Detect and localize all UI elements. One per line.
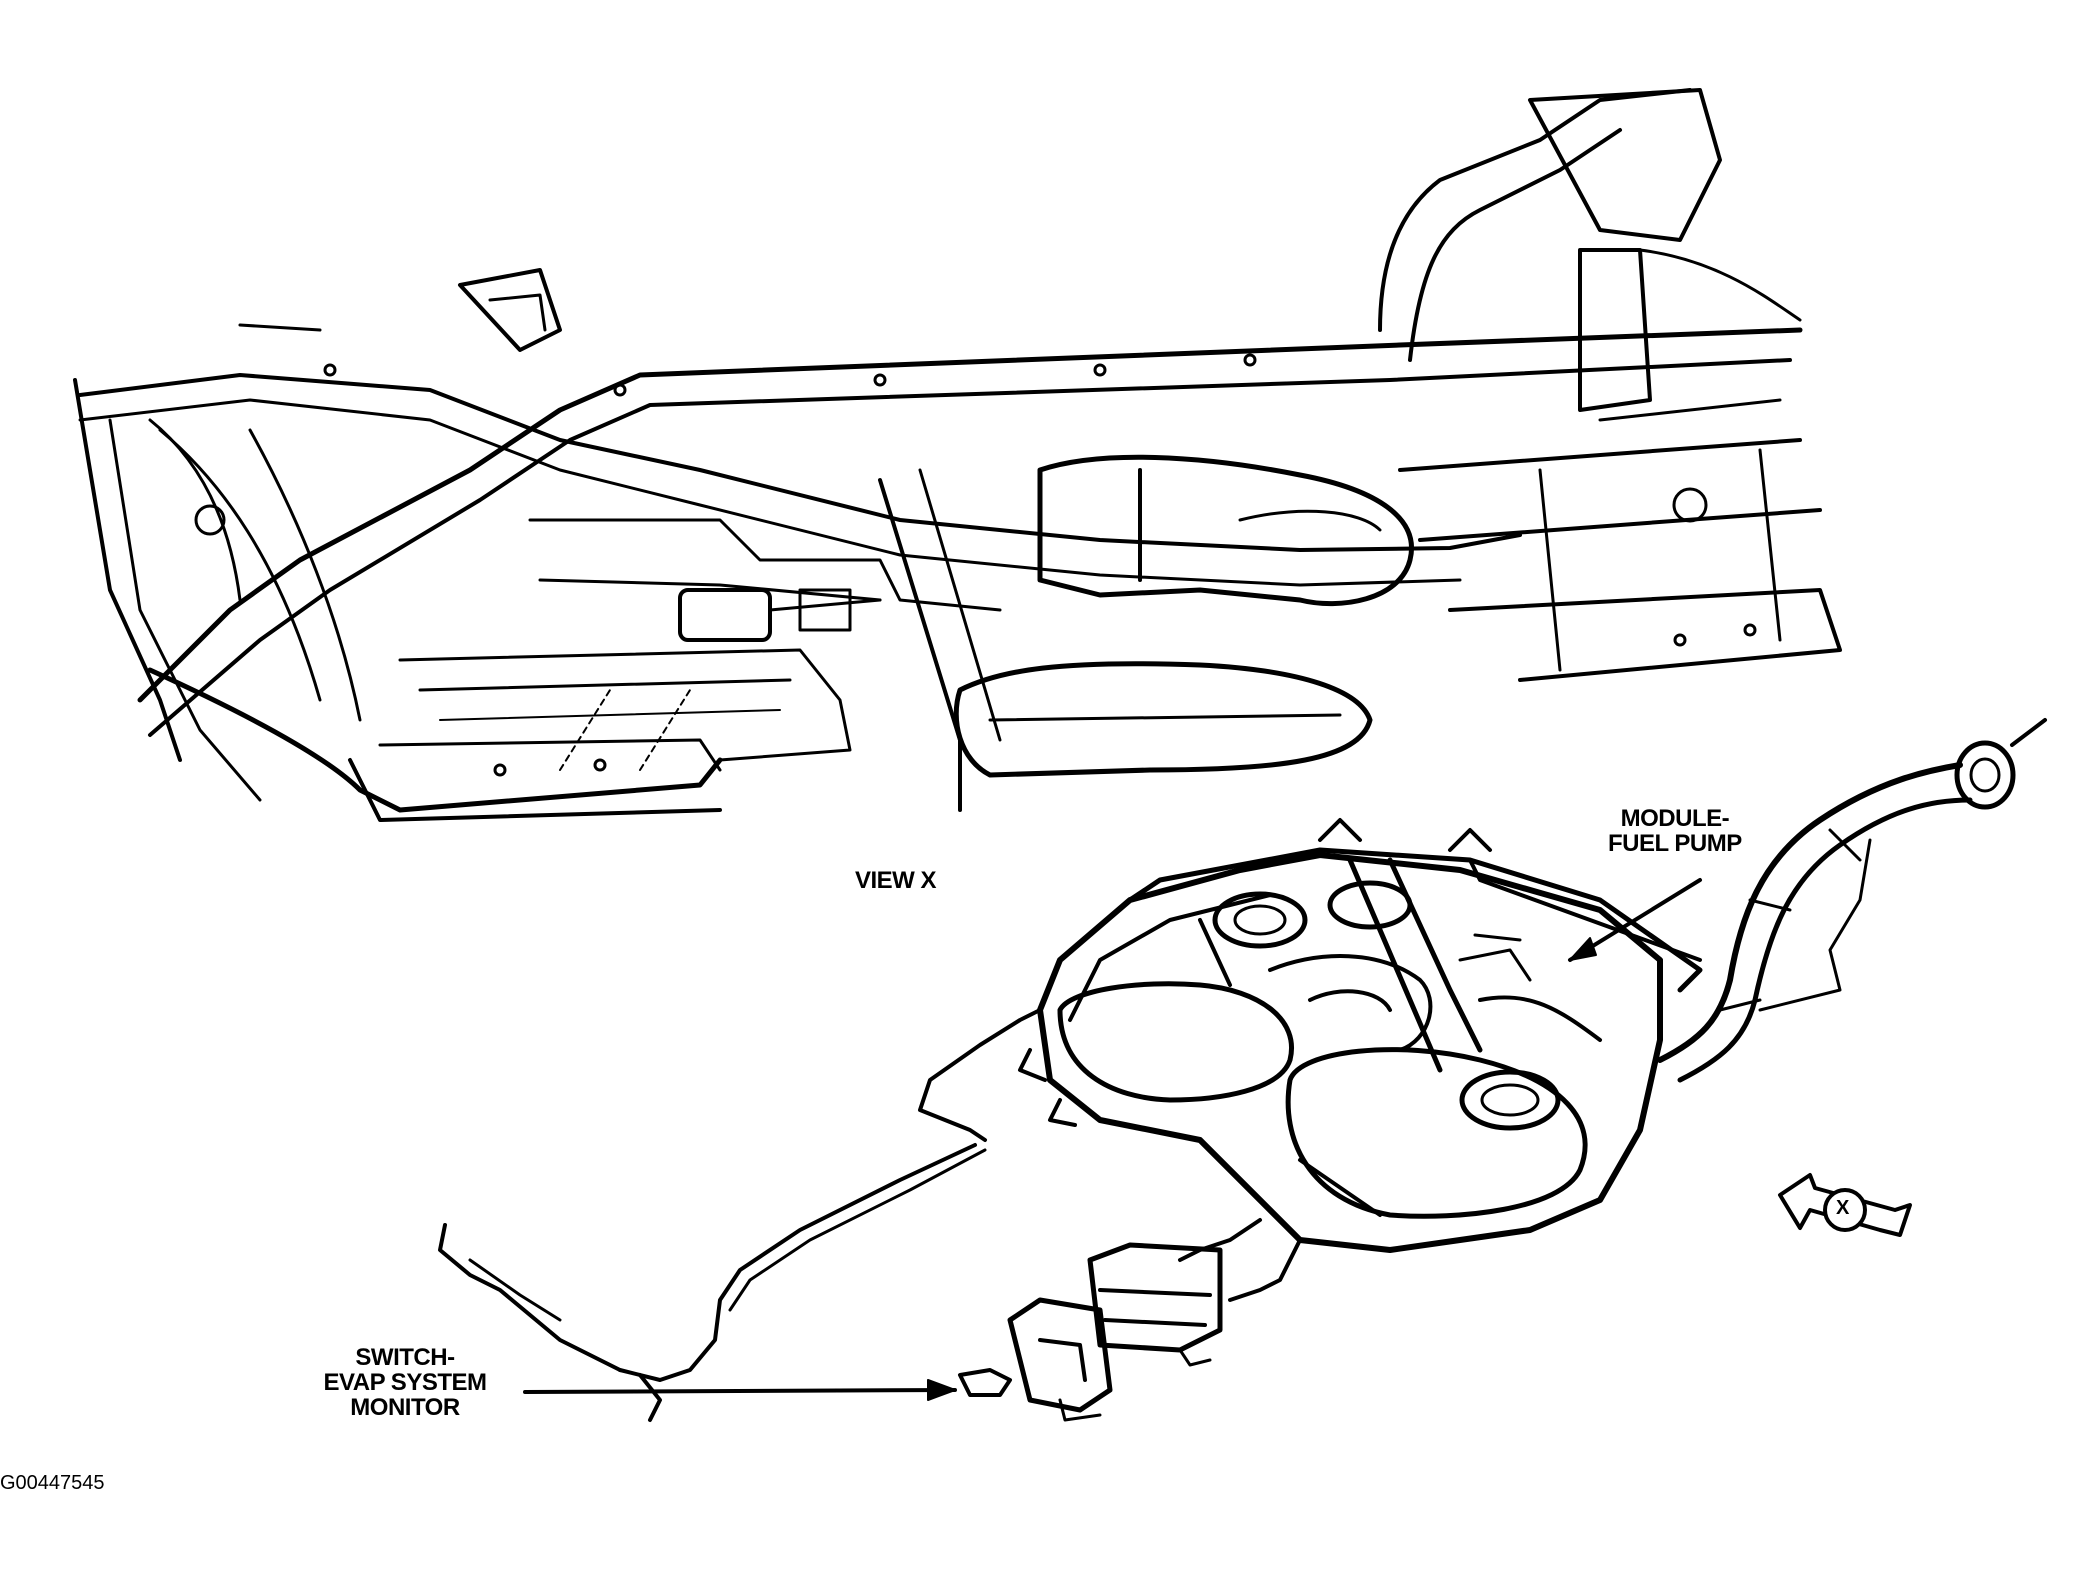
filler-neck — [1657, 718, 2047, 1083]
evap-label-line-2: EVAP SYSTEM — [323, 1369, 488, 1397]
view-x-arrow-icon — [1778, 1173, 1912, 1237]
view-x-label: VIEW X — [855, 867, 937, 894]
figure-id: G00447545 — [0, 1472, 105, 1494]
fuel-lines — [438, 1008, 1302, 1422]
fuel-pump-label-line-1: MODULE- — [1620, 805, 1730, 832]
evap-label-line-1: SWITCH- — [355, 1344, 455, 1371]
evap-canister — [958, 1242, 1223, 1422]
view-x-marker-label: X — [1836, 1197, 1849, 1219]
evap-switch-label: SWITCH- EVAP SYSTEM MONITOR — [290, 1345, 520, 1421]
evap-label-line-3: MONITOR — [350, 1394, 460, 1422]
fuel-pump-module-label: MODULE- FUEL PUMP — [1608, 805, 1742, 858]
vehicle-underbody — [73, 88, 1842, 822]
fuel-tank-assembly — [1018, 818, 1703, 1253]
fuel-pump-label-line-2: FUEL PUMP — [1608, 830, 1742, 858]
leader-lines — [523, 878, 1702, 1401]
